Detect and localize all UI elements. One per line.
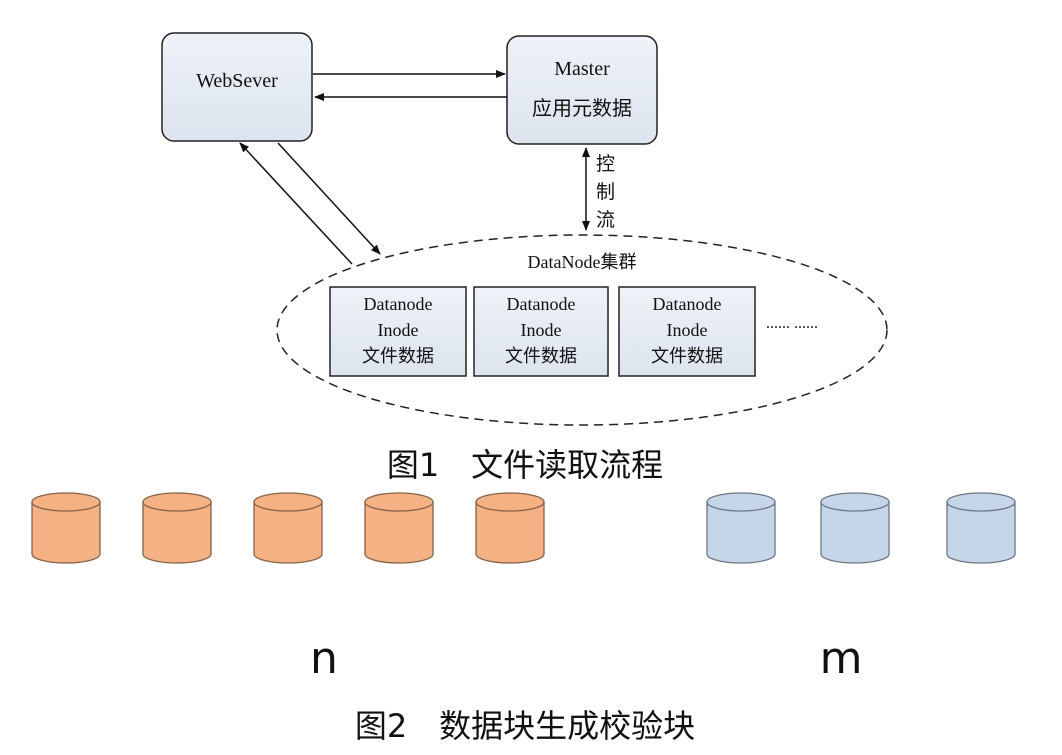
control-flow-char-1: 控 (596, 153, 615, 175)
datanode-box: Datanode Inode 文件数据 (473, 286, 609, 377)
master-title: Master (554, 58, 610, 80)
datanode-cluster: DataNode集群 Datanode Inode 文件数据 Datanode … (276, 234, 888, 426)
cylinder-group-m (706, 492, 1016, 564)
datanode-line2: Inode (521, 320, 562, 340)
master-subtitle: 应用元数据 (532, 97, 632, 120)
storage-cylinder (706, 492, 776, 564)
master-node: Master 应用元数据 (506, 35, 658, 145)
cylinder-group-n (31, 492, 545, 564)
datanode-line3: 文件数据 (505, 346, 577, 366)
figure-2: n m 图2 数据块生成校验块 (31, 492, 1016, 745)
storage-cylinder (475, 492, 545, 564)
webserver-node: WebSever (161, 32, 313, 142)
datanode-line3: 文件数据 (362, 346, 434, 366)
control-flow-char-3: 流 (596, 209, 615, 231)
storage-cylinder (946, 492, 1016, 564)
webserver-label: WebSever (196, 70, 278, 92)
datanode-line2: Inode (378, 320, 419, 340)
storage-cylinder (820, 492, 890, 564)
datanode-line1: Datanode (507, 294, 576, 314)
cluster-label: DataNode集群 (528, 252, 637, 272)
datanode-line3: 文件数据 (651, 346, 723, 366)
group-n-label: n (310, 633, 338, 684)
storage-cylinder (364, 492, 434, 564)
figure-1: WebSever Master 应用元数据 控 制 流 DataNode集群 D (161, 32, 888, 484)
cluster-ellipsis: ...... ...... (766, 315, 818, 332)
datanode-line1: Datanode (653, 294, 722, 314)
arrow-cluster-to-webserver (239, 142, 353, 265)
datanode-box: Datanode Inode 文件数据 (618, 286, 756, 377)
storage-cylinder (31, 492, 101, 564)
figure-2-caption: 图2 数据块生成校验块 (355, 707, 695, 745)
storage-cylinder (142, 492, 212, 564)
figure-1-caption: 图1 文件读取流程 (387, 446, 663, 484)
group-m-label: m (820, 633, 863, 684)
control-flow-char-2: 制 (596, 181, 615, 203)
arrow-webserver-to-cluster (277, 142, 381, 255)
datanode-line2: Inode (667, 320, 708, 340)
storage-cylinder (253, 492, 323, 564)
datanode-line1: Datanode (364, 294, 433, 314)
datanode-box: Datanode Inode 文件数据 (329, 286, 467, 377)
control-flow-label: 控 制 流 (596, 153, 615, 231)
